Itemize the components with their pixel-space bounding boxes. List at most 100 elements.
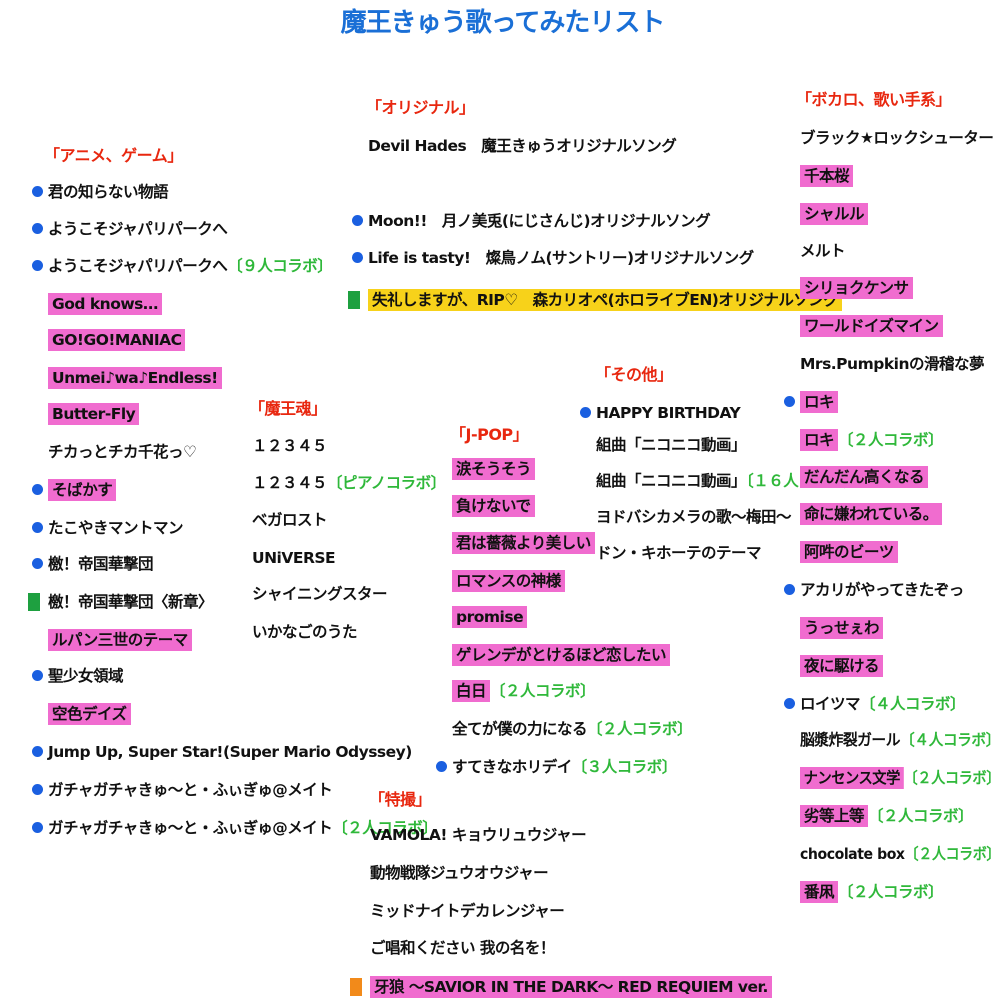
bullet-dot-icon — [784, 584, 795, 595]
song-title: １２３４５ — [252, 437, 328, 455]
song-item: だんだん高くなる — [800, 462, 929, 492]
collab-label: 〔２人コラボ〕 — [903, 769, 1001, 787]
song-item: 牙狼 ～SAVIOR IN THE DARK～ RED REQUIEM ver. — [350, 972, 772, 1002]
song-item: ドン・キホーテのテーマ — [596, 538, 762, 568]
song-title: だんだん高くなる — [800, 466, 929, 488]
song-title: ロマンスの神様 — [452, 570, 565, 592]
song-item: 失礼しますが、RIP♡ 森カリオペ(ホロライブEN)オリジナルソング — [348, 285, 843, 315]
song-title: 聖少女領域 — [48, 667, 124, 685]
song-title: Moon!! 月ノ美兎(にじさんじ)オリジナルソング — [368, 212, 711, 230]
section-heading-vocaloid: 「ボカロ、歌い手系」 — [796, 90, 952, 109]
song-title: 牙狼 ～SAVIOR IN THE DARK～ RED REQUIEM ver. — [370, 976, 772, 998]
song-title: シリョクケンサ — [800, 277, 913, 299]
song-title: 脳漿炸裂ガール — [800, 731, 900, 749]
song-item: ようこそジャパリパークへ〔９人コラボ〕 — [32, 251, 333, 281]
song-item: 君の知らない物語 — [32, 177, 169, 207]
song-item: 劣等上等〔２人コラボ〕 — [800, 801, 974, 831]
song-item: シャルル — [800, 199, 869, 229]
song-item: そばかす — [32, 475, 117, 505]
song-item: １２３４５〔ピアノコラボ〕 — [252, 468, 446, 498]
song-title: HAPPY BIRTHDAY — [596, 404, 741, 422]
song-item: 檄！帝国華撃団〈新章〉 — [28, 587, 214, 617]
section-heading-other: 「その他」 — [595, 365, 673, 384]
song-title: ルパン三世のテーマ — [48, 629, 192, 651]
song-item: 阿吽のビーツ — [800, 537, 898, 567]
song-title: chocolate box — [800, 845, 905, 863]
song-title: チカっとチカ千花っ♡ — [48, 443, 197, 461]
bullet-dot-icon — [32, 784, 43, 795]
song-item: Butter-Fly — [48, 399, 140, 429]
song-item: 白日〔２人コラボ〕 — [452, 676, 596, 706]
song-item: ロイツマ〔４人コラボ〕 — [784, 689, 966, 719]
song-item: Mrs.Pumpkinの滑稽な夢 — [800, 349, 984, 379]
song-title: アカリがやってきたぞっ — [800, 581, 964, 599]
song-item: シャイニングスター — [252, 579, 388, 609]
song-title: 全てが僕の力になる — [452, 720, 588, 738]
song-title: promise — [452, 606, 528, 628]
song-title: いかなごのうた — [252, 623, 358, 641]
song-title: UNiVERSE — [252, 549, 336, 567]
song-title: 劣等上等 — [800, 805, 869, 827]
collab-label: 〔４人コラボ〕 — [900, 731, 1000, 749]
song-item: いかなごのうた — [252, 617, 358, 647]
bullet-dot-icon — [32, 522, 43, 533]
song-title: 涙そうそう — [452, 458, 536, 480]
song-item: ベガロスト — [252, 505, 328, 535]
page-title: 魔王きゅう歌ってみたリスト — [340, 8, 666, 38]
collab-label: 〔２人コラボ〕 — [868, 807, 974, 825]
song-title: Devil Hades 魔王きゅうオリジナルソング — [368, 137, 677, 155]
song-title: ロイツマ — [800, 695, 861, 713]
song-title: ブラック★ロックシューター — [800, 129, 994, 147]
song-item: 夜に駆ける — [800, 651, 884, 681]
song-item: Life is tasty! 燦鳥ノム(サントリー)オリジナルソング — [352, 243, 754, 273]
song-title: シャイニングスター — [252, 585, 388, 603]
song-item: ロキ — [784, 387, 839, 417]
collab-label: 〔４人コラボ〕 — [860, 695, 966, 713]
song-title: ミッドナイトデカレンジャー — [370, 902, 565, 920]
song-title: 組曲「ニコニコ動画」 — [596, 472, 747, 490]
song-item: ロキ〔２人コラボ〕 — [800, 425, 944, 455]
song-item: 全てが僕の力になる〔２人コラボ〕 — [452, 714, 693, 744]
song-item: メルト — [800, 236, 846, 266]
song-title: メルト — [800, 242, 846, 260]
song-item: １２３４５ — [252, 431, 328, 461]
song-title: 檄！帝国華撃団〈新章〉 — [48, 593, 214, 611]
song-title: そばかす — [48, 479, 117, 501]
song-title: １２３４５ — [252, 474, 328, 492]
section-heading-jpop: 「J-POP」 — [450, 425, 529, 444]
song-item: ようこそジャパリパークへ — [32, 214, 228, 244]
song-title: ベガロスト — [252, 511, 328, 529]
song-item: HAPPY BIRTHDAY — [580, 398, 741, 428]
song-item: ワールドイズマイン — [800, 311, 943, 341]
collab-label: 〔２人コラボ〕 — [838, 883, 944, 901]
bullet-dot-icon — [32, 746, 43, 757]
bullet-dot-icon — [784, 698, 795, 709]
song-title: ドン・キホーテのテーマ — [596, 544, 762, 562]
song-item: たこやきマントマン — [32, 513, 184, 543]
collab-label: 〔２人コラボ〕 — [332, 819, 438, 837]
song-item: チカっとチカ千花っ♡ — [48, 437, 197, 467]
section-heading-original: 「オリジナル」 — [366, 98, 475, 117]
bullet-dot-icon — [580, 407, 591, 418]
song-title: 夜に駆ける — [800, 655, 884, 677]
collab-label: 〔９人コラボ〕 — [227, 257, 333, 275]
bullet-dot-icon — [352, 215, 363, 226]
song-item: 動物戦隊ジュウオウジャー — [370, 858, 549, 888]
song-item: 涙そうそう — [452, 454, 536, 484]
collab-label: 〔２人コラボ〕 — [904, 845, 1001, 863]
song-title: Unmei♪wa♪Endless! — [48, 367, 222, 389]
song-item: シリョクケンサ — [800, 273, 913, 303]
song-item: ガチャガチャきゅ～と・ふぃぎゅ@メイト — [32, 775, 333, 805]
song-title: 番凩 — [800, 881, 839, 903]
song-item: ミッドナイトデカレンジャー — [370, 896, 565, 926]
song-title: ガチャガチャきゅ～と・ふぃぎゅ@メイト — [48, 781, 333, 799]
song-item: 千本桜 — [800, 161, 854, 191]
song-item: 命に嫌われている。 — [800, 499, 942, 529]
song-title: すてきなホリデイ — [452, 758, 572, 776]
song-title: 君は薔薇より美しい — [452, 532, 595, 554]
song-title: ワールドイズマイン — [800, 315, 943, 337]
collab-label: 〔２人コラボ〕 — [490, 682, 596, 700]
song-item: GO!GO!MANIAC — [48, 325, 186, 355]
collab-label: 〔２人コラボ〕 — [838, 431, 944, 449]
song-title: GO!GO!MANIAC — [48, 329, 186, 351]
